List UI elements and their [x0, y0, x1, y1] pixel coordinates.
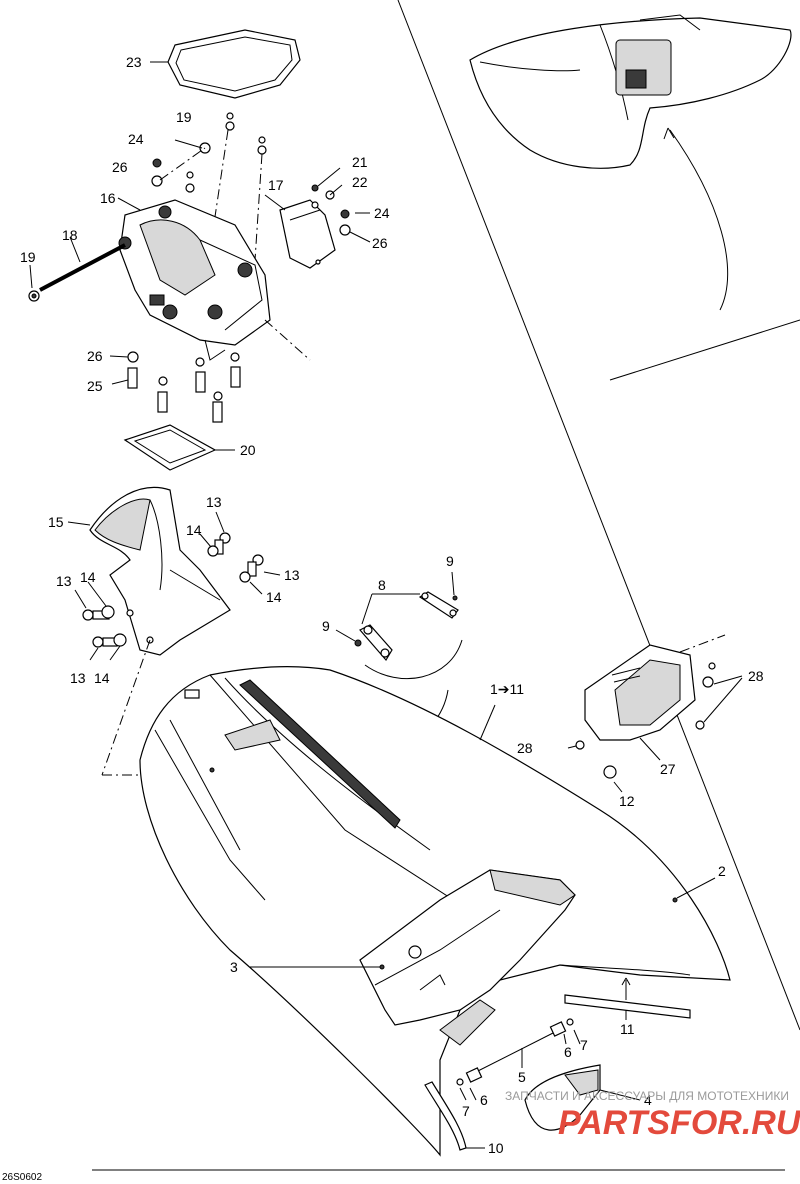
figure-code: 26S0602	[2, 1172, 42, 1183]
label-26: 26	[372, 235, 388, 251]
callout-labels: 23 19 24 26 16 18 19 17 21 22 24 26 26 2…	[20, 54, 764, 1156]
label-23: 23	[126, 54, 142, 70]
label-14: 14	[266, 589, 282, 605]
part-18-rod	[28, 236, 126, 302]
bolts-lower	[109, 351, 241, 423]
label-13: 13	[56, 573, 72, 589]
label-7: 7	[580, 1037, 588, 1053]
fasteners-upper	[151, 112, 267, 261]
label-11: 11	[620, 1021, 635, 1037]
label-24: 24	[374, 205, 390, 221]
label-14: 14	[186, 522, 202, 538]
part-23-gasket	[150, 29, 301, 99]
label-3: 3	[230, 959, 238, 975]
part-10-tube	[424, 1081, 485, 1151]
label-6: 6	[564, 1044, 572, 1060]
label-8: 8	[378, 577, 386, 593]
part-4-latch	[524, 1064, 641, 1131]
label-13: 13	[284, 567, 300, 583]
label-26: 26	[112, 159, 128, 175]
label-5: 5	[518, 1069, 526, 1085]
label-18: 18	[62, 227, 78, 243]
label-13: 13	[70, 670, 86, 686]
label-12: 12	[619, 793, 635, 809]
label-16: 16	[100, 190, 116, 206]
part-20-gasket	[123, 424, 235, 471]
label-7: 7	[462, 1103, 470, 1119]
part-3-seat-base	[250, 869, 576, 1046]
part-8-latch-link	[239, 571, 463, 764]
label-17: 17	[268, 177, 284, 193]
part-5-cable	[456, 1018, 581, 1101]
label-19: 19	[20, 249, 36, 265]
label-10: 10	[488, 1140, 504, 1156]
label-4: 4	[644, 1092, 652, 1108]
part-17-plate	[264, 167, 371, 361]
part-11-strip	[564, 977, 691, 1020]
label-9: 9	[322, 618, 330, 634]
watermark-text: ЗАПЧАСТИ И АКСЕССУАРЫ ДЛЯ МОТОТЕХНИКИ	[505, 1089, 789, 1103]
seat-installed-inset	[469, 14, 792, 311]
part-16-bracket	[117, 197, 271, 361]
label-26: 26	[87, 348, 103, 364]
watermark: ЗАПЧАСТИ И АКСЕССУАРЫ ДЛЯ МОТОТЕХНИКИ PA…	[505, 1089, 800, 1142]
label-14: 14	[94, 670, 110, 686]
part-15-bracket	[67, 486, 231, 656]
label-21: 21	[352, 154, 368, 170]
label-20: 20	[240, 442, 256, 458]
label-19: 19	[176, 109, 192, 125]
label-15: 15	[48, 514, 64, 530]
label-13: 13	[206, 494, 222, 510]
label-25: 25	[87, 378, 103, 394]
label-1-to-11: 1➔11	[490, 681, 524, 697]
part-27-bracket	[567, 634, 743, 793]
label-24: 24	[128, 131, 144, 147]
label-14: 14	[80, 569, 96, 585]
label-28: 28	[517, 740, 533, 756]
watermark-logo: PARTSFOR.RU	[558, 1104, 800, 1142]
label-22: 22	[352, 174, 368, 190]
frame-lines	[92, 0, 800, 1171]
label-28: 28	[748, 668, 764, 684]
bolts-13-14	[74, 511, 281, 661]
label-27: 27	[660, 761, 676, 777]
label-2: 2	[718, 863, 726, 879]
label-6: 6	[480, 1092, 488, 1108]
label-9: 9	[446, 553, 454, 569]
